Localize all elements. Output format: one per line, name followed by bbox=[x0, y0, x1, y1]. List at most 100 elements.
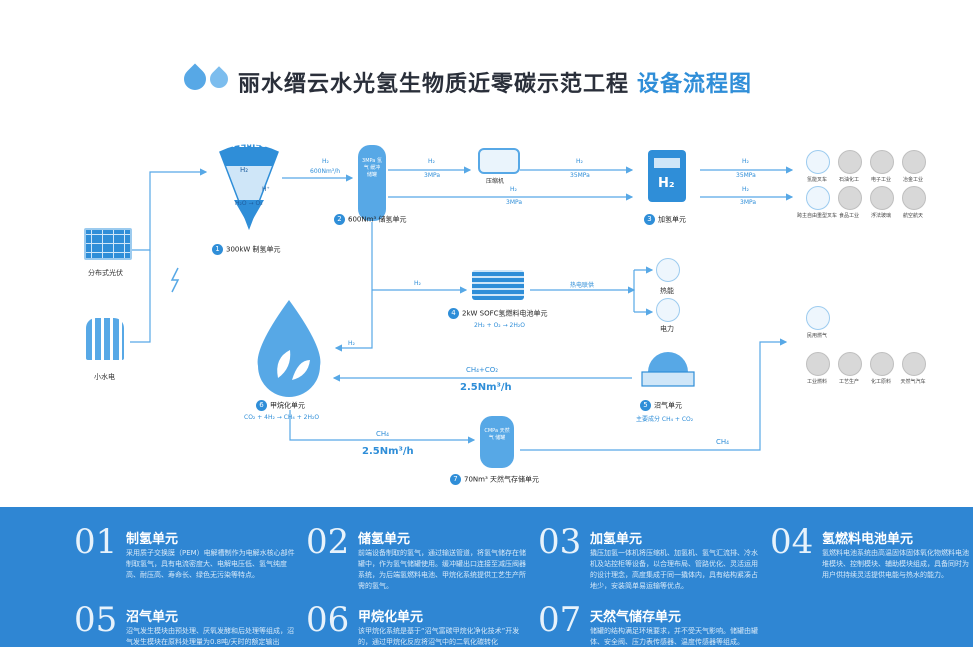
card-title: 加氢单元 bbox=[590, 532, 643, 547]
user-r1-0: 氢能叉车 bbox=[806, 177, 827, 183]
metallurgy-user-icon bbox=[902, 150, 926, 174]
card-desc: 采用质子交换膜（PEM）电解槽制作为电解水核心部件制取氢气，具有电流密度大、电解… bbox=[126, 549, 295, 579]
flow-p-e: 3MPa bbox=[740, 199, 757, 206]
card-desc: 前端设备制取的氢气，通过输送管道，将氢气储存在储罐中，作为氢气储罐使用。缓冲罐出… bbox=[358, 549, 526, 590]
flow-h2-c: H₂ bbox=[510, 186, 517, 193]
food-user-icon bbox=[838, 186, 862, 210]
heavy-forklift-user-icon bbox=[806, 186, 830, 210]
card-title: 氢燃料电池单元 bbox=[822, 532, 914, 547]
electronics-user-icon bbox=[870, 150, 894, 174]
gas-tank-text: CMPa 天然气 储罐 bbox=[484, 428, 510, 441]
compressor-label: 压缩机 bbox=[486, 178, 505, 185]
power-tower-icon bbox=[656, 298, 680, 322]
user-r1-1: 石油化工 bbox=[838, 177, 859, 183]
card-number: 07 bbox=[538, 600, 582, 640]
aerospace-user-icon bbox=[902, 186, 926, 210]
card-title: 制氢单元 bbox=[126, 532, 179, 547]
title-accent: 设备流程图 bbox=[637, 72, 753, 97]
flow-rate-600: 600Nm³/h bbox=[310, 168, 341, 175]
dispenser-screen bbox=[654, 158, 680, 168]
flow-diagram bbox=[130, 166, 794, 451]
chemical-icon bbox=[870, 352, 894, 376]
tank-text: 3MPa 氢气 缓冲 储罐 bbox=[362, 158, 382, 178]
card-desc: 该甲烷化系统是基于“沼气富碳甲烷化净化技术”开发的，通过甲烷化反应将沼气中的二氧… bbox=[358, 627, 520, 646]
card-title: 天然气储存单元 bbox=[590, 610, 682, 625]
biogas-sub: 主要成分 CH₄ + CO₂ bbox=[636, 416, 694, 423]
methanation-drop-icon bbox=[250, 298, 328, 398]
rate-ch4: 2.5Nm³/h bbox=[362, 446, 414, 457]
card-desc: 撬压加氢一体机将压缩机、加氢机、氢气汇流排、冷水机及站控柜等设备，以合理布局、管… bbox=[590, 549, 758, 590]
compressor-icon bbox=[478, 148, 520, 174]
flow-h2-e: H₂ bbox=[742, 186, 749, 193]
pemec-water: H₂O → O₂ bbox=[235, 200, 263, 207]
description-band bbox=[0, 507, 973, 647]
card-desc: 储罐的结构满足环境要求，并不受天气影响。储罐由罐体、安全阀、压力表传感器、温度传… bbox=[590, 627, 758, 646]
flow-h2-600: H₂ bbox=[322, 158, 329, 165]
page-title: 丽水缙云水光氢生物质近零碳示范工程设备流程图 bbox=[238, 66, 752, 98]
user-r2-1: 食品工业 bbox=[838, 213, 859, 219]
user-r2-2: 浮法玻璃 bbox=[870, 213, 891, 219]
ngv-icon bbox=[902, 352, 926, 376]
card-title: 沼气单元 bbox=[126, 610, 179, 625]
biogas-digester-icon bbox=[640, 348, 696, 388]
flow-ch4-out: CH₄ bbox=[376, 430, 389, 438]
card-desc: 氢燃料电池系统由高温固体固体氧化物燃料电池堆模块、控制模块、辅助模块组成，具备同… bbox=[822, 549, 969, 579]
hydro-label: 小水电 bbox=[94, 373, 115, 381]
flow-p-c: 3MPa bbox=[506, 199, 523, 206]
pv-label: 分布式光伏 bbox=[88, 269, 123, 277]
gas-top-label: 民用燃气 bbox=[806, 333, 827, 339]
flow-p-b: 35MPa bbox=[570, 172, 590, 179]
pemec-h2: H₂ bbox=[240, 166, 249, 174]
flow-ch4co2: CH₄+CO₂ bbox=[466, 366, 499, 374]
flow-h2-sofc: H₂ bbox=[414, 280, 421, 287]
flow-h2-b: H₂ bbox=[576, 158, 583, 165]
hydro-dam-icon bbox=[86, 318, 124, 360]
thermometer-icon bbox=[656, 258, 680, 282]
card-number: 05 bbox=[74, 600, 118, 640]
forklift-user-icon bbox=[806, 150, 830, 174]
card-title: 储氢单元 bbox=[358, 532, 411, 547]
flow-h2-d: H₂ bbox=[742, 158, 749, 165]
flow-p-d: 35MPa bbox=[736, 172, 756, 179]
power-label: 电力 bbox=[660, 325, 674, 333]
pemec-hplus: H⁺ bbox=[262, 186, 270, 193]
title-main: 丽水缙云水光氢生物质近零碳示范工程 bbox=[238, 72, 630, 97]
gas-user-0: 工业燃料 bbox=[806, 379, 827, 385]
heat-label: 热能 bbox=[660, 287, 674, 295]
gas-user-2: 化工原料 bbox=[870, 379, 891, 385]
user-r1-3: 冶金工业 bbox=[902, 177, 923, 183]
flow-heat-supply: 热电联供 bbox=[570, 282, 595, 289]
gas-user-3: 天然气汽车 bbox=[900, 379, 926, 385]
methanation-equation: CO₂ + 4H₂ → CH₄ + 2H₂O bbox=[244, 414, 320, 421]
card-number: 03 bbox=[538, 522, 582, 562]
card-title: 甲烷化单元 bbox=[358, 610, 424, 625]
sofc-equation: 2H₂ + O₂ → 2H₂O bbox=[474, 322, 526, 329]
user-r1-2: 电子工业 bbox=[870, 177, 891, 183]
pemec-label: PEMEC bbox=[232, 140, 267, 150]
card-number: 04 bbox=[770, 522, 814, 562]
solar-panel-icon bbox=[84, 228, 132, 260]
rate-biogas: 2.5Nm³/h bbox=[460, 382, 512, 393]
industrial-fuel-icon bbox=[806, 352, 830, 376]
sofc-stack-icon bbox=[472, 270, 524, 300]
card-desc: 沼气发生模块由预处理、厌氧发酵和后处理等组成，沼气发生模块在原料处理量为0.8吨… bbox=[126, 627, 294, 646]
hydrogen-tank-icon bbox=[358, 145, 386, 221]
card-number: 02 bbox=[306, 522, 350, 562]
card-number: 01 bbox=[74, 522, 118, 562]
petrochem-user-icon bbox=[838, 150, 862, 174]
flow-ch4-right: CH₄ bbox=[716, 438, 729, 446]
dispenser-h2-icon: H₂ bbox=[658, 176, 675, 191]
gas-tank-icon bbox=[480, 416, 514, 468]
flow-p-a: 3MPa bbox=[424, 172, 441, 179]
card-number: 06 bbox=[306, 600, 350, 640]
glass-user-icon bbox=[870, 186, 894, 210]
flow-h2-a: H₂ bbox=[428, 158, 435, 165]
user-r2-3: 航空航天 bbox=[902, 213, 923, 219]
